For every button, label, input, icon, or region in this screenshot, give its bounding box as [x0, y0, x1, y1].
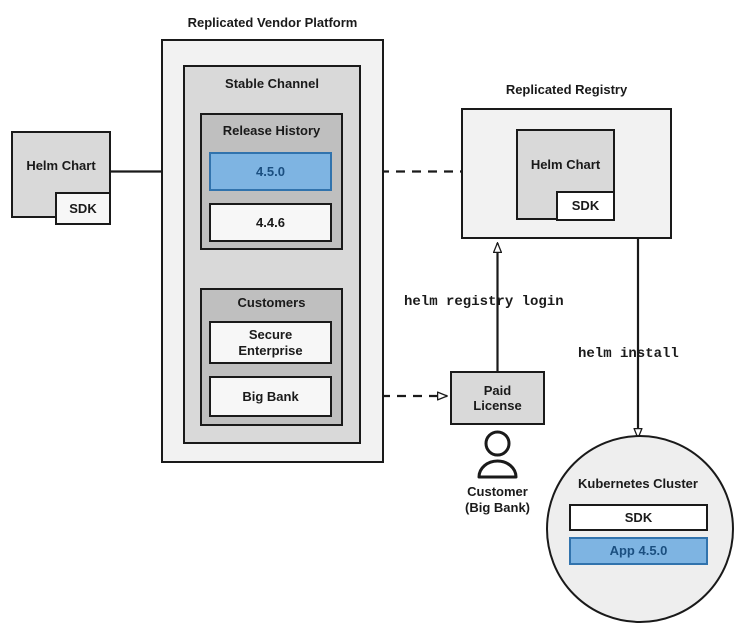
- registry-title: Replicated Registry: [505, 82, 628, 97]
- release-item-4-5-0-label: 4.5.0: [256, 163, 285, 179]
- customer-secure-enterprise-label: Secure Enterprise: [238, 327, 303, 358]
- source-helm-chart-sdk-label: SDK: [69, 200, 97, 216]
- vendor-platform-title: Replicated Vendor Platform: [187, 15, 358, 30]
- customer-big-bank[interactable]: Big Bank: [209, 376, 332, 417]
- kubernetes-cluster-title: Kubernetes Cluster: [578, 476, 698, 491]
- registry-helm-chart-sdk-label: SDK: [571, 198, 600, 214]
- release-item-4-4-6-label: 4.4.6: [256, 214, 285, 230]
- paid-license-box[interactable]: Paid License: [450, 371, 545, 425]
- customer-secure-enterprise[interactable]: Secure Enterprise: [209, 321, 332, 364]
- customer-actor-label-line2: (Big Bank): [465, 500, 530, 515]
- customer-big-bank-label: Big Bank: [242, 388, 299, 404]
- registry-helm-chart-label: Helm Chart: [530, 156, 601, 172]
- release-item-4-4-6[interactable]: 4.4.6: [209, 203, 332, 242]
- helm-registry-login-label: helm registry login: [404, 294, 564, 310]
- source-helm-chart-label: Helm Chart: [26, 157, 96, 173]
- release-item-4-5-0[interactable]: 4.5.0: [209, 152, 332, 191]
- helm-install-label: helm install: [578, 346, 679, 362]
- cluster-item-app[interactable]: App 4.5.0: [569, 537, 708, 565]
- paid-license-label-line2: License: [473, 398, 522, 413]
- cluster-item-sdk-label: SDK: [624, 509, 653, 525]
- cluster-item-app-label: App 4.5.0: [609, 543, 668, 559]
- source-helm-chart-sdk[interactable]: SDK: [55, 192, 111, 225]
- registry-helm-chart-sdk[interactable]: SDK: [556, 191, 615, 221]
- cluster-item-sdk[interactable]: SDK: [569, 504, 708, 531]
- person-icon: [477, 430, 518, 479]
- paid-license-label-line1: Paid: [483, 382, 512, 398]
- customer-actor-label-line1: Customer: [467, 484, 528, 499]
